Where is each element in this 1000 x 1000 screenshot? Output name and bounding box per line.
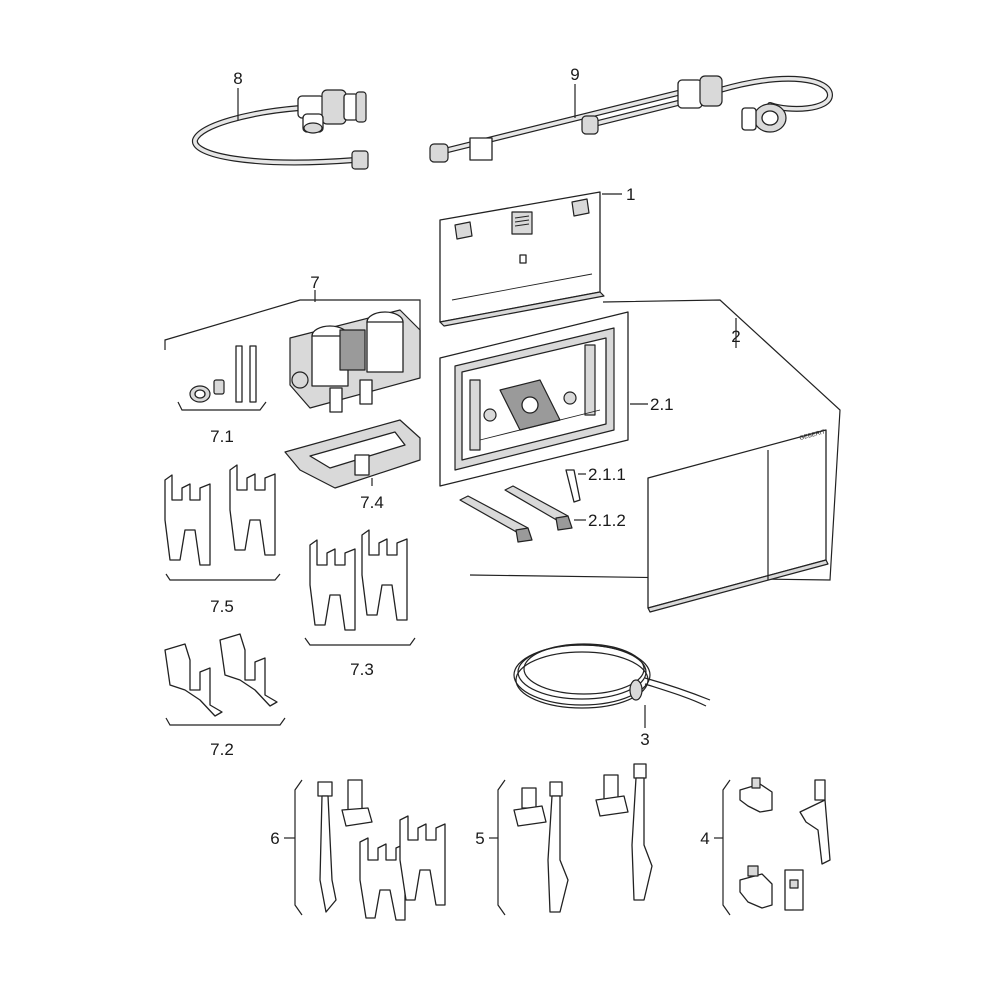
callout-5: 5: [475, 829, 484, 848]
part-5-actuator-rods: [513, 763, 653, 913]
callout-2-1-2: 2.1.2: [588, 511, 626, 530]
callout-7-3: 7.3: [350, 660, 374, 679]
part-4-clips: [739, 777, 831, 911]
part-2-cover-plate: GEBERIT: [647, 429, 829, 613]
callout-4: 4: [700, 829, 709, 848]
callout-7: 7: [310, 273, 319, 292]
group-7-2-bracket: [165, 717, 286, 726]
callout-7-5: 7.5: [210, 597, 234, 616]
part-8-hose: [192, 89, 369, 170]
group-6-bracket: [294, 779, 303, 916]
group-5-bracket: [497, 779, 506, 916]
part-7-4-base-frame: [284, 419, 421, 489]
group-7-bracket: [164, 299, 421, 350]
part-7-valve-block: [289, 309, 421, 413]
callout-2-1: 2.1: [650, 395, 674, 414]
group-4-bracket: [722, 779, 731, 916]
callout-7-2: 7.2: [210, 740, 234, 759]
group-7-1-bracket: [177, 401, 267, 411]
callout-8: 8: [233, 69, 242, 88]
group-7-3-bracket: [304, 637, 416, 646]
callout-2-1-1: 2.1.1: [588, 465, 626, 484]
part-7-5-brackets: [164, 464, 276, 566]
part-1-mounting-frame: [439, 191, 605, 327]
part-2-1-2-rods: [459, 485, 573, 543]
part-9-hose-assembly: [429, 75, 834, 163]
callout-3: 3: [640, 730, 649, 749]
callout-6: 6: [270, 829, 279, 848]
part-2-1-actuator-plate: [439, 311, 629, 487]
part-3-cable-coil: [513, 643, 711, 709]
callout-7-4: 7.4: [360, 493, 384, 512]
part-6-actuator-rods: [317, 779, 446, 921]
callout-1: 1: [626, 185, 635, 204]
part-7-2-brackets: [164, 633, 278, 717]
part-7-3-brackets: [309, 529, 408, 631]
part-7-1-fittings: [189, 345, 257, 403]
callout-9: 9: [570, 65, 579, 84]
part-2-1-1-clip: [565, 469, 581, 503]
callout-7-1: 7.1: [210, 427, 234, 446]
group-7-5-bracket: [165, 573, 281, 581]
callout-2: 2: [731, 327, 740, 346]
